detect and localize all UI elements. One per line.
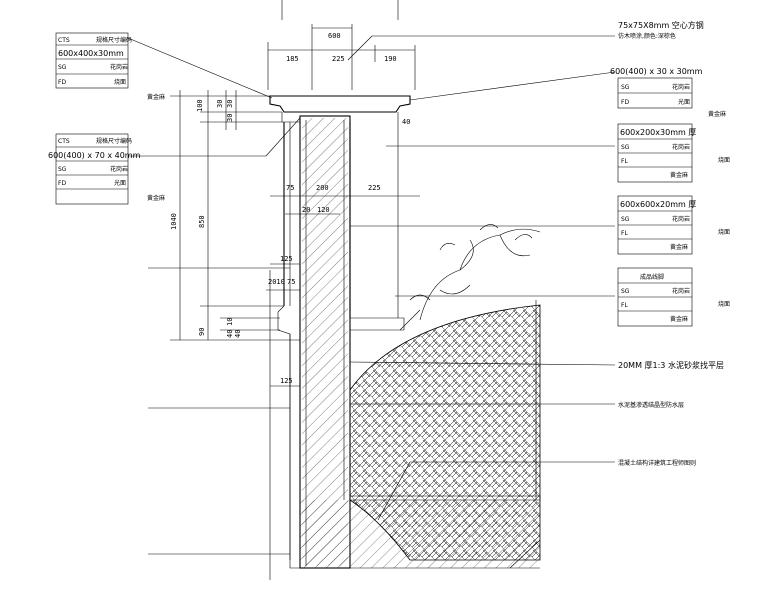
note-mortar: 20MM 厚1:3 水泥砂浆找平层 xyxy=(618,360,724,370)
right-tag-3: 600x600x20mm 厚 SG 花岗岩 FL 黄金麻 烧面 xyxy=(617,195,730,255)
svg-text:烧面: 烧面 xyxy=(114,78,126,86)
svg-text:黄金麻: 黄金麻 xyxy=(708,110,726,118)
svg-text:光面: 光面 xyxy=(678,98,690,106)
svg-text:SG: SG xyxy=(58,64,67,71)
dim-v-850: 850 xyxy=(198,215,206,228)
svg-text:600(400) x 30 x 30mm: 600(400) x 30 x 30mm xyxy=(610,67,703,76)
note-waterproof: 水泥基渗透结晶型防水层 xyxy=(618,401,684,409)
dim-v-40a: 40 xyxy=(226,330,234,338)
dim-side-40: 40 xyxy=(402,118,410,126)
dim-75b: 75 xyxy=(287,278,295,286)
svg-text:600x600x20mm 厚: 600x600x20mm 厚 xyxy=(620,200,696,209)
steel-note-line1: 75x75X8mm 空心方钢 xyxy=(618,20,704,30)
svg-text:花岗岩: 花岗岩 xyxy=(110,63,128,71)
svg-text:SG: SG xyxy=(58,166,67,173)
svg-text:黄金麻: 黄金麻 xyxy=(670,315,688,323)
svg-text:600(400) x 70 x 40mm: 600(400) x 70 x 40mm xyxy=(48,151,141,160)
dim-185: 185 xyxy=(286,55,299,63)
svg-text:FL: FL xyxy=(621,302,628,309)
dim-v-30a: 30 xyxy=(216,100,224,108)
svg-text:花岗岩: 花岗岩 xyxy=(672,83,690,91)
dim-600: 600 xyxy=(328,32,341,40)
svg-text:花岗岩: 花岗岩 xyxy=(672,143,690,151)
svg-text:600x200x30mm 厚: 600x200x30mm 厚 xyxy=(620,128,696,137)
svg-text:烧面: 烧面 xyxy=(718,228,730,236)
svg-text:花岗岩: 花岗岩 xyxy=(672,215,690,223)
svg-text:SG: SG xyxy=(621,288,630,295)
steel-note-line2: 仿木喷涂,颜色:深棕色 xyxy=(618,32,676,40)
right-tag-1: 600(400) x 30 x 30mm SG 花岗岩 FD 光面 黄金麻 xyxy=(610,67,726,118)
dim-20: 20 xyxy=(302,206,310,214)
svg-text:FD: FD xyxy=(58,180,66,187)
svg-text:FD: FD xyxy=(621,99,629,106)
left-color-1: 黄金麻 xyxy=(147,93,165,101)
svg-text:成品线脚: 成品线脚 xyxy=(640,273,664,281)
svg-text:FD: FD xyxy=(58,79,66,86)
dim-190: 190 xyxy=(384,55,397,63)
svg-text:花岗岩: 花岗岩 xyxy=(110,165,128,173)
dim-v-30b: 30 xyxy=(226,100,234,108)
svg-text:光面: 光面 xyxy=(114,179,126,187)
svg-text:规格尺寸编码: 规格尺寸编码 xyxy=(96,36,132,44)
dim-225b: 225 xyxy=(368,184,381,192)
svg-text:600x400x30mm: 600x400x30mm xyxy=(58,49,124,58)
left-tag-1: CTS 规格尺寸编码 600x400x30mm SG 花岗岩 FD 烧面 xyxy=(55,32,132,89)
svg-text:规格尺寸编码: 规格尺寸编码 xyxy=(96,137,132,145)
svg-text:CTS: CTS xyxy=(58,37,70,44)
svg-text:黄金麻: 黄金麻 xyxy=(670,171,688,179)
svg-text:花岗岩: 花岗岩 xyxy=(672,287,690,295)
dim-v-100: 100 xyxy=(196,99,204,112)
dim-v-40b: 40 xyxy=(234,330,242,338)
svg-text:SG: SG xyxy=(621,84,630,91)
dim-v-1040: 1040 xyxy=(170,213,178,230)
dim-v-90: 90 xyxy=(198,328,206,336)
dim-120: 120 xyxy=(317,206,330,214)
left-color-2: 黄金麻 xyxy=(147,194,165,202)
dim-200: 200 xyxy=(316,184,329,192)
dim-v-30c: 30 xyxy=(226,114,234,122)
dim-125b: 125 xyxy=(280,377,293,385)
dim-75: 75 xyxy=(286,184,294,192)
svg-text:黄金麻: 黄金麻 xyxy=(670,243,688,251)
note-concrete: 混凝土结构详建筑工程师图则 xyxy=(618,459,696,467)
svg-text:FL: FL xyxy=(621,230,628,237)
left-tag-2: CTS 规格尺寸编码 600(400) x 70 x 40mm SG 花岗岩 F… xyxy=(48,133,141,205)
dim-125a: 125 xyxy=(280,255,293,263)
right-tag-2: 600x200x30mm 厚 SG 花岗岩 FL 黄金麻 烧面 xyxy=(617,123,730,183)
svg-text:FL: FL xyxy=(621,158,628,165)
dim-v-10: 10 xyxy=(226,318,234,326)
svg-text:SG: SG xyxy=(621,216,630,223)
svg-text:烧面: 烧面 xyxy=(718,300,730,308)
dim-225: 225 xyxy=(332,55,345,63)
svg-text:SG: SG xyxy=(621,144,630,151)
dim-2010: 2010 xyxy=(268,278,285,286)
svg-text:CTS: CTS xyxy=(58,138,70,145)
right-tag-4: 成品线脚 SG 花岗岩 FL 黄金麻 烧面 xyxy=(617,267,730,327)
svg-text:烧面: 烧面 xyxy=(718,156,730,164)
